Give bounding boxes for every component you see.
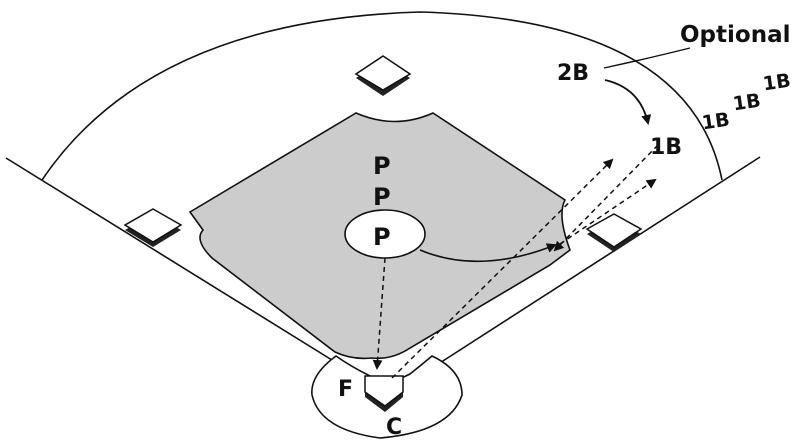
first-base: [585, 213, 643, 252]
second-to-first-arrow: [604, 79, 652, 125]
second-base-fielder-label: 2B: [557, 61, 589, 86]
pitcher-to-first-arrow: [419, 243, 557, 263]
first-base-fielder-label: 1B: [650, 135, 682, 160]
first-base-coverage-arrow: [553, 144, 659, 252]
optional-label: Optional: [680, 22, 790, 48]
pitch-to-home-arrow: [372, 257, 386, 370]
outfield-arc: [41, 11, 723, 181]
first-base-position-label-3: 1B: [762, 70, 792, 96]
second-base: [354, 55, 412, 96]
fielder-label: F: [338, 377, 353, 402]
pitcher-label-1: P: [373, 152, 391, 180]
pitcher-label-2: P: [373, 183, 391, 211]
pitcher-label-3: P: [373, 223, 391, 251]
catcher-label: C: [386, 415, 402, 440]
home-plate: [364, 375, 404, 412]
first-base-coverage-arrow-return: [559, 178, 657, 245]
home-to-first-throw-arrow: [391, 158, 614, 379]
right-foul-line: [431, 156, 761, 369]
third-base: [123, 208, 183, 247]
optional-leader-line: [603, 47, 691, 69]
first-base-position-label-2: 1B: [732, 90, 762, 116]
left-foul-line: [5, 157, 341, 366]
first-base-position-label-1: 1B: [701, 109, 731, 135]
